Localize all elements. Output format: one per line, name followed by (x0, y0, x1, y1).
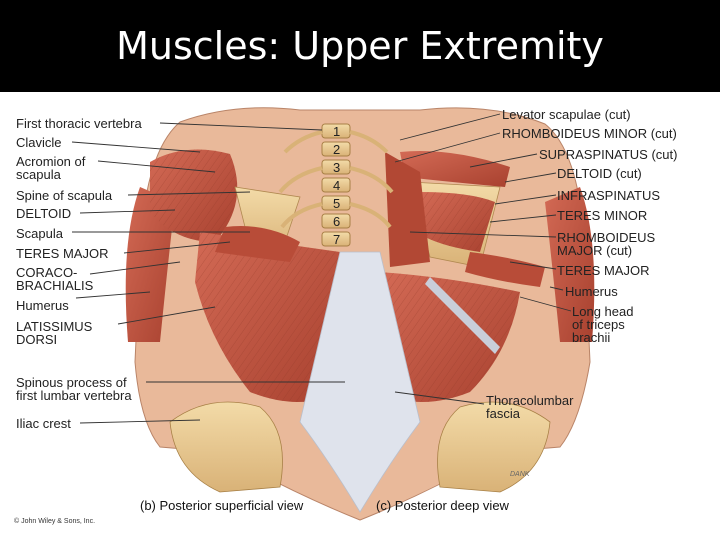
vertebra-number: 5 (333, 196, 341, 211)
label-iliac-crest: Iliac crest (16, 416, 71, 431)
label-thoracolumbar-line1: Thoracolumbar (486, 393, 574, 408)
vertebra-number: 7 (333, 232, 341, 247)
right-supraspinatus (400, 151, 510, 187)
label-long-head-line3: brachii (572, 330, 611, 345)
label-acromion-line1: Acromion of (16, 154, 86, 169)
right-upper-arm (545, 187, 595, 342)
back-muscles-illustration (71, 107, 595, 521)
label-spinous-line2: first lumbar vertebra (16, 388, 132, 403)
right-rhomboideus (385, 152, 430, 267)
label-infraspinatus: INFRASPINATUS (557, 188, 661, 203)
label-deltoid-cut: DELTOID (cut) (557, 166, 642, 181)
label-first-thoracic-vertebra: First thoracic vertebra (16, 116, 142, 131)
title-bar (0, 0, 720, 92)
label-teres-major-right: TERES MAJOR (557, 263, 650, 278)
label-acromion-line2: scapula (16, 167, 61, 182)
label-rhomboideus-minor: RHOMBOIDEUS MINOR (cut) (502, 126, 677, 141)
label-latissimus-line1: LATISSIMUS (16, 319, 93, 334)
right-leader-lines (394, 113, 572, 405)
caption-deep-view: (c) Posterior deep view (376, 498, 509, 513)
vertebral-column (278, 123, 394, 247)
right-iliac-crest (437, 401, 551, 493)
label-long-head-line1: Long head (572, 304, 634, 319)
slide-title: Muscles: Upper Extremity (116, 24, 604, 68)
anatomy-figure: First thoracic vertebra Clavicle Acromio… (0, 92, 720, 540)
label-humerus-right: Humerus (565, 284, 618, 299)
label-supraspinatus: SUPRASPINATUS (cut) (539, 147, 678, 162)
left-upper-arm (125, 187, 175, 342)
vertebra-number: 6 (333, 214, 341, 229)
vertebra-number: 1 (333, 124, 341, 139)
vertebra-number: 3 (333, 160, 341, 175)
label-teres-major-left: TERES MAJOR (16, 246, 109, 261)
label-long-head-line2: of triceps (572, 317, 625, 332)
label-humerus-left: Humerus (16, 298, 69, 313)
artist-signature: DANK (510, 471, 530, 478)
label-coraco-line2: BRACHIALIS (16, 278, 94, 293)
copyright-notice: © John Wiley & Sons, Inc. (14, 518, 96, 525)
label-latissimus-line2: DORSI (16, 332, 58, 347)
label-teres-minor: TERES MINOR (557, 208, 648, 223)
label-scapula: Scapula (16, 226, 63, 241)
label-rhomboideus-major-line2: MAJOR (cut) (557, 243, 633, 258)
thoracolumbar-fascia (299, 251, 421, 513)
left-iliac-crest (169, 401, 283, 493)
caption-superficial-view: (b) Posterior superficial view (140, 498, 304, 513)
label-spinous-line1: Spinous process of (16, 375, 127, 390)
label-spine-of-scapula: Spine of scapula (16, 188, 113, 203)
label-levator-scapulae: Levator scapulae (cut) (502, 107, 631, 122)
right-teres-major (465, 252, 545, 287)
left-teres-major (215, 226, 300, 262)
label-coraco-line1: CORACO- (16, 265, 78, 280)
vertebra-number: 2 (333, 142, 341, 157)
label-clavicle: Clavicle (16, 135, 62, 150)
label-thoracolumbar-line2: fascia (486, 406, 520, 421)
label-deltoid: DELTOID (16, 206, 72, 221)
label-rhomboideus-major-line1: RHOMBOIDEUS (557, 230, 656, 245)
left-leader-lines (71, 122, 345, 424)
vertebra-number: 4 (333, 178, 341, 193)
long-head-triceps (425, 277, 500, 354)
